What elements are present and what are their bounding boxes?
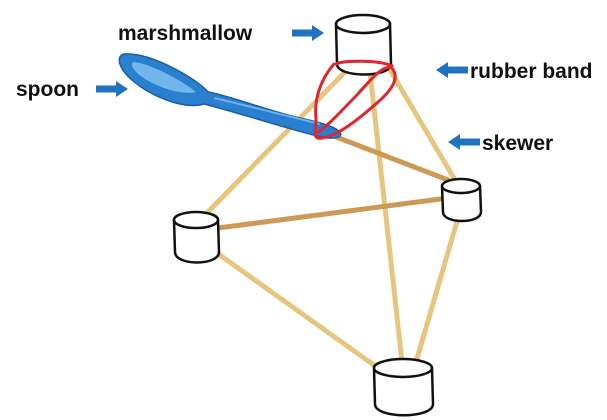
rubber-band-loop bbox=[313, 62, 397, 140]
skewer-left-right bbox=[215, 195, 451, 231]
label-marshmallow: marshmallow bbox=[118, 22, 253, 45]
marshmallow-top bbox=[334, 13, 393, 76]
label-skewer: skewer bbox=[482, 132, 553, 155]
label-rubber-band: rubber band bbox=[470, 60, 593, 83]
skewer-top-left bbox=[202, 69, 348, 218]
spoon-handle-highlight bbox=[213, 97, 321, 125]
skewer-left-bottom bbox=[207, 245, 381, 371]
skewer-top-right bbox=[387, 67, 461, 188]
spoon-icon bbox=[118, 53, 342, 139]
right-arrow-icon bbox=[292, 25, 324, 41]
rubber-band-back bbox=[334, 59, 394, 68]
label-spoon: spoon bbox=[16, 78, 79, 101]
marshmallow-left bbox=[172, 210, 221, 264]
skewer-spoon-right bbox=[315, 127, 451, 183]
marshmallow-bottom bbox=[372, 357, 435, 417]
spoon-highlight bbox=[131, 62, 196, 93]
marshmallow-right bbox=[440, 177, 483, 223]
left-arrow-icon bbox=[436, 62, 468, 78]
right-arrow-icon bbox=[96, 81, 128, 97]
skewer-top-bottom bbox=[367, 69, 405, 365]
left-arrow-icon bbox=[448, 134, 480, 150]
skewers bbox=[202, 67, 461, 371]
spoon bbox=[118, 53, 342, 139]
rubber-band bbox=[313, 59, 397, 140]
skewer-right-bottom bbox=[413, 215, 461, 365]
